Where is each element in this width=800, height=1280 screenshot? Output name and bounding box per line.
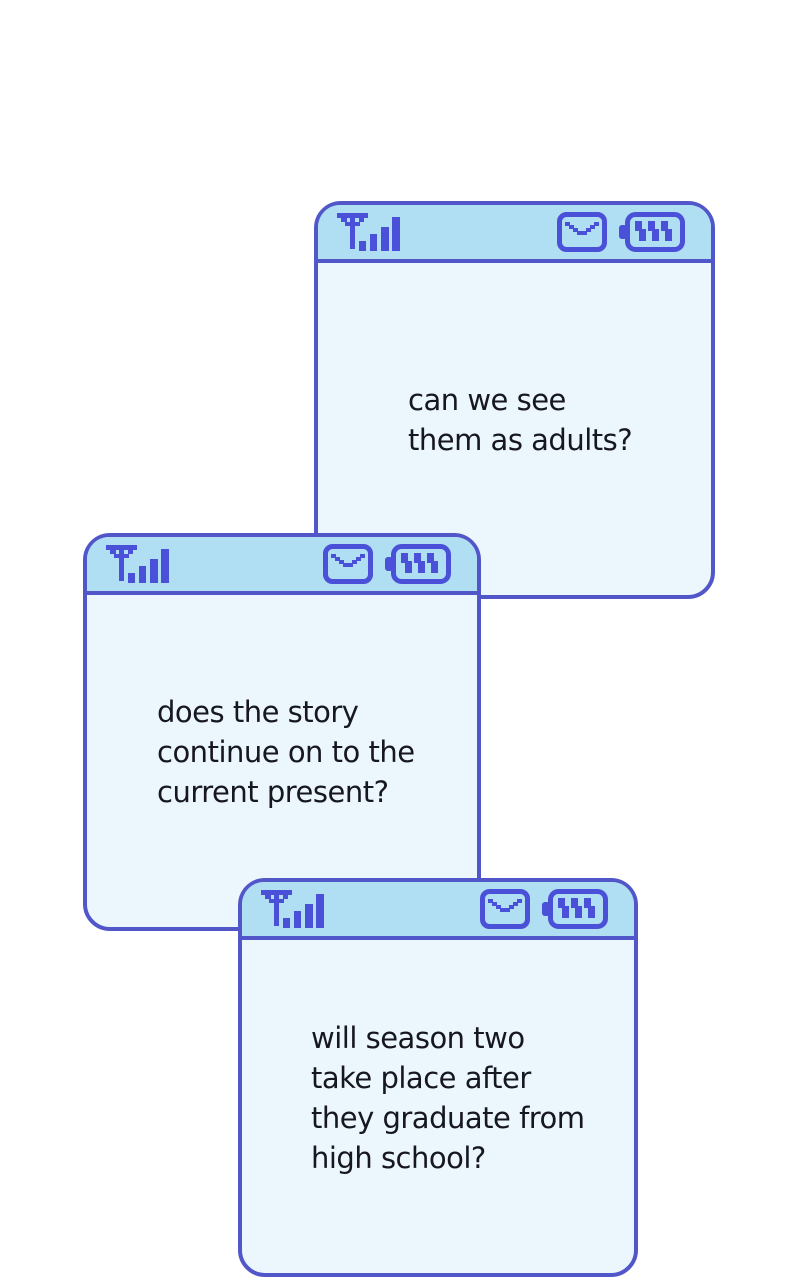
message-window-2: does the story continue on to the curren… [83, 533, 481, 931]
battery-icon [385, 544, 451, 584]
status-bar [242, 882, 634, 940]
status-bar [318, 205, 711, 263]
message-area: does the story continue on to the curren… [87, 595, 477, 923]
message-window-3: will season two take place after they gr… [238, 878, 638, 1277]
battery-icon [542, 889, 608, 929]
signal-strength-icon [261, 890, 324, 928]
envelope-icon [480, 889, 530, 929]
envelope-icon [323, 544, 373, 584]
message-area: can we see them as adults? [318, 263, 711, 591]
message-text: does the story continue on to the curren… [157, 695, 415, 809]
message-text: will season two take place after they gr… [311, 1020, 585, 1175]
message-text: can we see them as adults? [408, 383, 633, 457]
message-area: will season two take place after they gr… [242, 940, 634, 1269]
message-window-1: can we see them as adults? [314, 201, 715, 599]
signal-strength-icon [337, 213, 400, 251]
signal-strength-icon [106, 545, 169, 583]
status-bar [87, 537, 477, 595]
battery-icon [619, 212, 685, 252]
envelope-icon [557, 212, 607, 252]
